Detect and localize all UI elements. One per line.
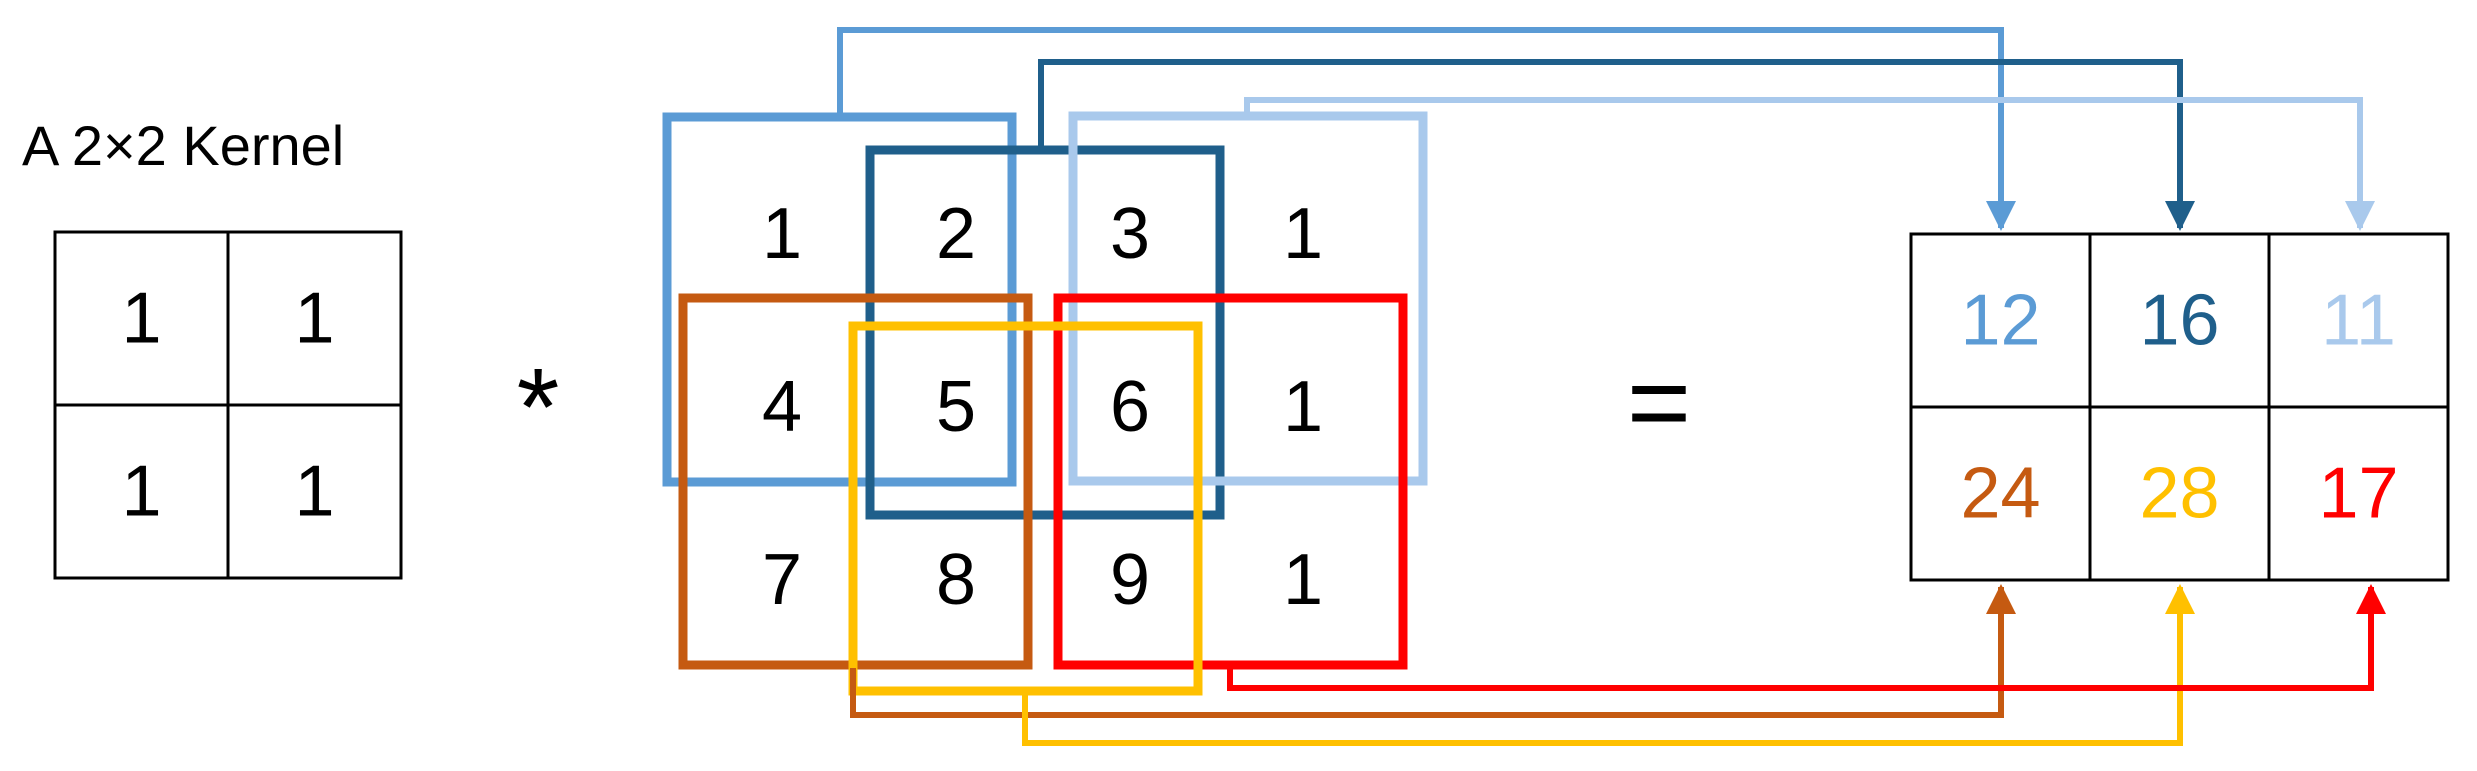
connector-r0-c2 <box>1244 97 2375 231</box>
input-cell-value: 9 <box>1110 540 1150 620</box>
input-cell-value: 5 <box>936 367 976 447</box>
sliding-windows <box>662 111 1428 696</box>
kernel-cell-value: 1 <box>121 452 161 532</box>
output-cell <box>2267 405 2450 582</box>
input-cell-value: 1 <box>1283 194 1323 274</box>
output-cell-value: 24 <box>1960 454 2040 534</box>
input-cell-value: 6 <box>1110 367 1150 447</box>
kernel-title: A 2×2 Kernel <box>22 114 345 177</box>
kernel-cell-value: 1 <box>294 452 334 532</box>
window-r0-c1 <box>865 145 1225 520</box>
input-cell-value: 3 <box>1110 194 1150 274</box>
output-cell-value: 17 <box>2318 454 2398 534</box>
equals-operator: = <box>1627 341 1691 464</box>
kernel-cell-value: 1 <box>294 279 334 359</box>
connector-r1-c2 <box>1227 584 2386 691</box>
window-r1-c2 <box>1053 293 1408 670</box>
output-grid: 12 16 11 24 28 17 <box>1909 232 2450 582</box>
input-cell-value: 4 <box>762 367 802 447</box>
convolve-operator: * <box>517 346 560 469</box>
connector-r0-c1 <box>1038 59 2195 231</box>
output-cell-value: 11 <box>2321 281 2396 361</box>
window-r1-c1 <box>848 321 1203 696</box>
input-cell-value: 2 <box>936 194 976 274</box>
connector-r0-c0 <box>837 27 2016 231</box>
input-cell-value: 1 <box>1283 540 1323 620</box>
operators: *= <box>517 341 1692 469</box>
input-cell-value: 1 <box>762 194 802 274</box>
output-cell-value: 28 <box>2139 454 2219 534</box>
kernel-grid: 1 1 1 1 <box>53 230 403 580</box>
input-cell-value: 8 <box>936 540 976 620</box>
window-connectors <box>837 27 2386 746</box>
connector-r1-c0 <box>850 584 2016 718</box>
kernel-cell-value: 1 <box>121 279 161 359</box>
output-cell-value: 16 <box>2139 281 2219 361</box>
input-grid: 1 2 3 1 4 5 6 1 7 8 9 1 <box>762 194 1323 620</box>
input-cell-value: 7 <box>762 540 802 620</box>
kernel-cell <box>226 403 403 580</box>
output-cell-value: 12 <box>1960 281 2040 361</box>
connector-r1-c1 <box>1022 584 2195 746</box>
input-cell-value: 1 <box>1283 367 1323 447</box>
